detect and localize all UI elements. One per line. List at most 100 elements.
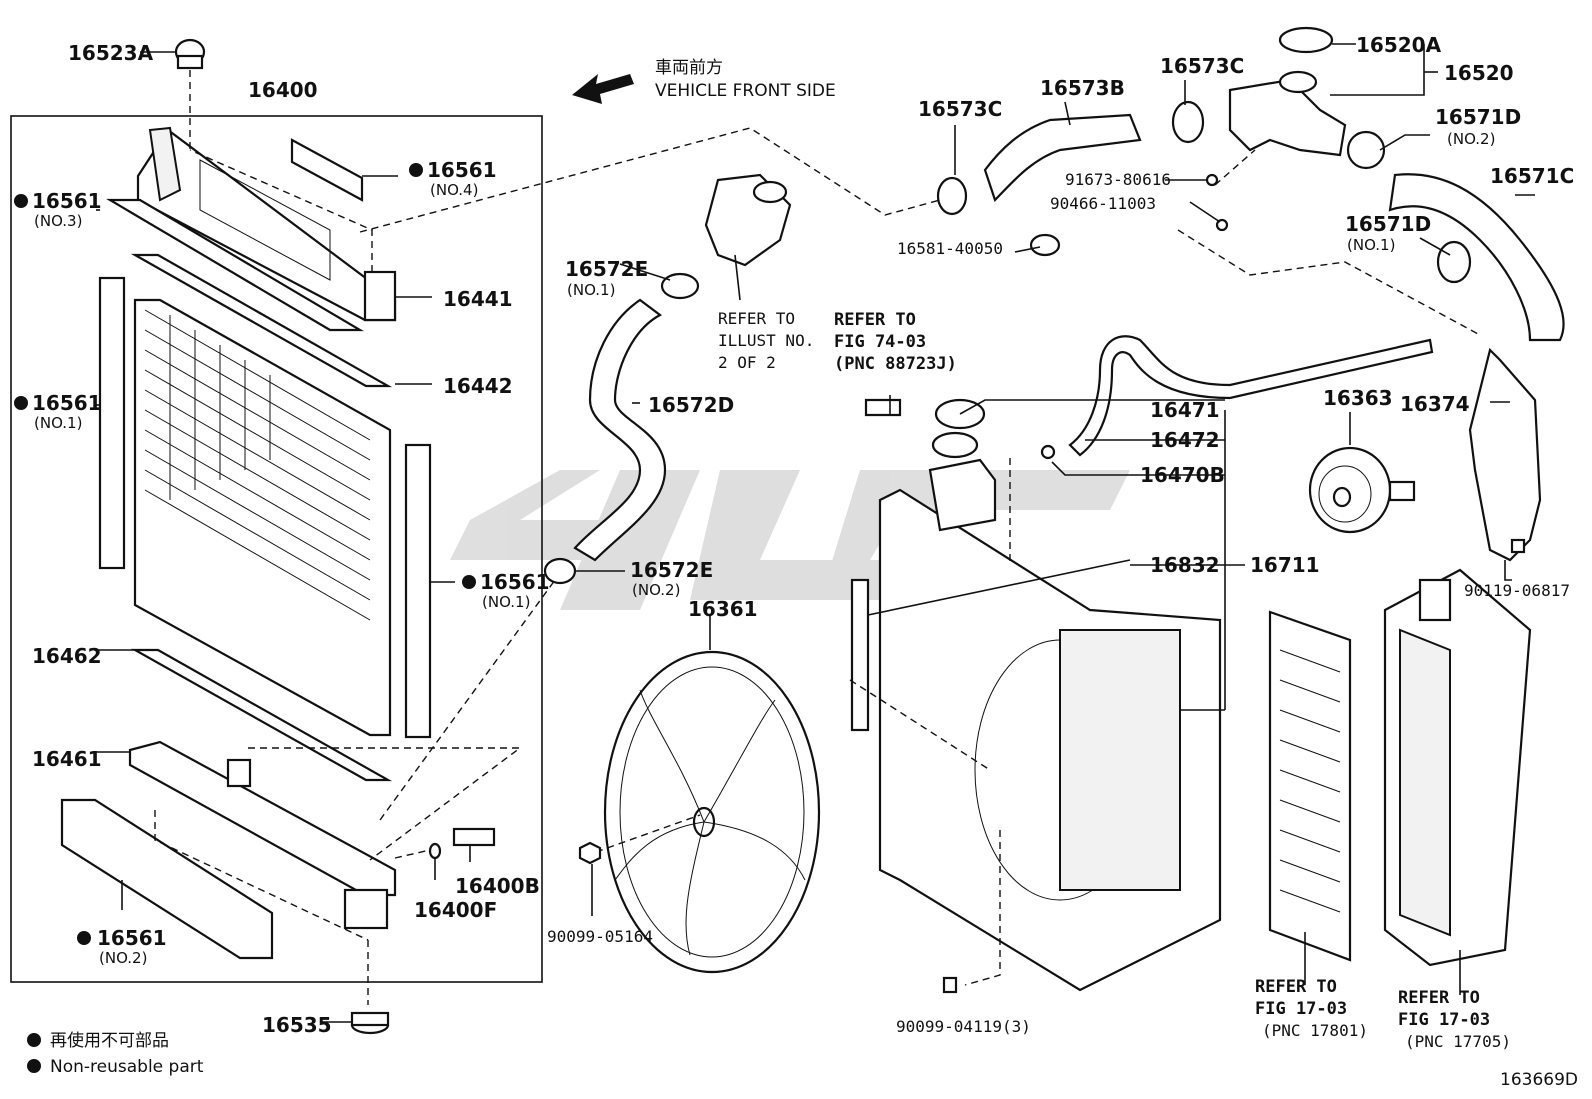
clamp-16571D-no1 xyxy=(1436,240,1472,284)
sub-no4: (NO.4) xyxy=(430,181,478,199)
front-direction-arrow-icon xyxy=(572,74,634,104)
label-16561-no3: 16561 xyxy=(32,189,102,213)
label-90119-06817: 90119-06817 xyxy=(1464,581,1570,600)
label-16573C-right: 16573C xyxy=(1160,54,1244,78)
label-16572E-no1: 16572E xyxy=(565,257,648,281)
label-16561-no2: 16561 xyxy=(97,926,167,950)
bolt-91673-80616 xyxy=(1205,173,1219,187)
legend-jp: 再使用不可部品 xyxy=(50,1030,169,1051)
clamp-16573C-left xyxy=(936,176,968,216)
label-16581-40050: 16581-40050 xyxy=(897,239,1003,258)
legend-en: Non-reusable part xyxy=(50,1057,204,1077)
seal-no2 xyxy=(60,798,274,960)
cooling-fan-16361 xyxy=(603,650,821,974)
water-inlet-16520 xyxy=(1228,70,1347,157)
seal-no4 xyxy=(290,138,364,202)
sub-no2: (NO.2) xyxy=(99,949,147,967)
hose-16571C xyxy=(1388,173,1565,342)
direction-jp: 車両前方 xyxy=(655,58,723,78)
label-16462: 16462 xyxy=(32,644,102,668)
cap-16520A xyxy=(1278,26,1334,54)
fan-shroud-16711 xyxy=(878,431,1222,992)
hose-16573B xyxy=(983,113,1142,203)
label-16573B: 16573B xyxy=(1040,76,1125,100)
clamp-16571D-no2 xyxy=(1346,130,1386,170)
nut-90099-05164 xyxy=(578,841,602,865)
seal-no3 xyxy=(105,198,365,332)
ref-fig17a-line3: (PNC 17801) xyxy=(1262,1021,1368,1040)
ref-fig17b-line1: REFER TO xyxy=(1398,988,1480,1008)
label-16400F: 16400F xyxy=(414,898,497,922)
seal-16832 xyxy=(850,578,870,732)
ref-fig74-line2: FIG 74-03 xyxy=(834,332,926,352)
label-16523A: 16523A xyxy=(68,41,154,65)
bolt-90119-06817 xyxy=(1510,538,1526,554)
ref-fig17b-line3: (PNC 17705) xyxy=(1405,1032,1511,1051)
drain-cock-16400B xyxy=(452,827,496,847)
label-16572D: 16572D xyxy=(648,393,734,417)
label-sticker xyxy=(864,398,902,417)
label-16520A: 16520A xyxy=(1356,33,1442,57)
label-16471: 16471 xyxy=(1150,398,1220,422)
plug-16535 xyxy=(350,1011,390,1035)
label-16711: 16711 xyxy=(1250,553,1320,577)
seal-no1-right xyxy=(404,443,432,739)
radiator-core xyxy=(133,298,392,737)
label-16832: 16832 xyxy=(1150,553,1220,577)
air-cleaner-case xyxy=(1383,568,1532,967)
sub-no1-left: (NO.1) xyxy=(34,414,82,432)
non-reusable-mark-icon xyxy=(27,1033,41,1047)
label-16561-no1-right: 16561 xyxy=(480,570,550,594)
label-16573C-left: 16573C xyxy=(918,97,1002,121)
label-16535: 16535 xyxy=(262,1013,332,1037)
non-reusable-mark-icon xyxy=(462,575,476,589)
label-90099-05164: 90099-05164 xyxy=(547,927,653,946)
ref-fig74-line3: (PNC 88723J) xyxy=(834,354,957,374)
ref-illust-line1: REFER TO xyxy=(718,309,795,328)
radiator-cap-16523A xyxy=(174,38,206,70)
ref-fig17b-line2: FIG 17-03 xyxy=(1398,1010,1490,1030)
seal-no1-left xyxy=(98,276,126,570)
radiator-hose-16572D xyxy=(573,298,667,562)
non-reusable-mark-icon xyxy=(409,163,423,177)
label-16442: 16442 xyxy=(443,374,513,398)
label-16363: 16363 xyxy=(1323,386,1393,410)
sub-d-no2: (NO.2) xyxy=(1447,130,1495,148)
label-16470B: 16470B xyxy=(1140,463,1225,487)
sub-e-no1: (NO.1) xyxy=(567,281,615,299)
bolt-90099-04119 xyxy=(942,976,958,994)
sub-no3: (NO.3) xyxy=(34,212,82,230)
clip-16470B xyxy=(1040,444,1056,460)
label-16571D-no1: 16571D xyxy=(1345,212,1431,236)
label-16361: 16361 xyxy=(688,597,758,621)
non-reusable-mark-icon xyxy=(14,396,28,410)
label-16441: 16441 xyxy=(443,287,513,311)
radiator-assembly-frame xyxy=(10,115,543,983)
fan-motor-16363 xyxy=(1308,446,1416,534)
diagram-id: 163669D xyxy=(1500,1070,1578,1090)
label-16571D-no2: 16571D xyxy=(1435,105,1521,129)
sub-no1-right: (NO.1) xyxy=(482,593,530,611)
water-outlet xyxy=(704,173,792,267)
radiator-lower-tank xyxy=(128,740,397,930)
label-90099-04119: 90099-04119(3) xyxy=(896,1017,1031,1036)
label-16520: 16520 xyxy=(1444,61,1514,85)
label-91673-80616: 91673-80616 xyxy=(1065,170,1171,189)
label-16461: 16461 xyxy=(32,747,102,771)
o-ring-16400F xyxy=(428,842,442,860)
non-reusable-mark-icon xyxy=(77,931,91,945)
sub-d-no1: (NO.1) xyxy=(1347,236,1395,254)
label-16374: 16374 xyxy=(1400,392,1470,416)
direction-en: VEHICLE FRONT SIDE xyxy=(655,81,836,101)
label-16561-no1-left: 16561 xyxy=(32,391,102,415)
ref-illust-line3: 2 OF 2 xyxy=(718,353,776,372)
non-reusable-mark-icon xyxy=(27,1059,41,1073)
clip-16581-40050 xyxy=(1029,233,1061,257)
air-filter-element xyxy=(1268,610,1352,962)
label-16472: 16472 xyxy=(1150,428,1220,452)
clamp-16573C-right xyxy=(1171,100,1205,144)
label-16571C: 16571C xyxy=(1490,164,1574,188)
ref-illust-line2: ILLUST NO. xyxy=(718,331,814,350)
ref-fig17a-line1: REFER TO xyxy=(1255,977,1337,997)
